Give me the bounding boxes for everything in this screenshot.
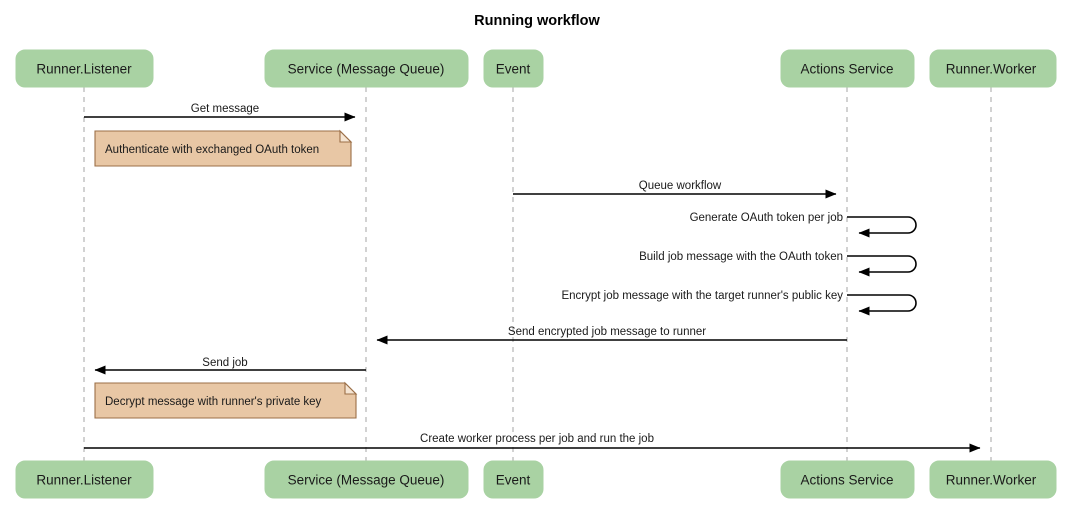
message-label: Create worker process per job and run th… [420,433,654,445]
participant-actions-service-bottom[interactable]: Actions Service [780,460,915,499]
note-authenticate-with-exchanged-oauth-token[interactable]: Authenticate with exchanged OAuth token [94,129,353,167]
participant-label: Runner.Worker [946,473,1037,488]
participant-box [15,49,154,88]
participant-box [264,460,469,499]
participant-runner-worker-top[interactable]: Runner.Worker [929,49,1057,88]
participant-runner-worker-bottom[interactable]: Runner.Worker [929,460,1057,499]
message-build-job-message-with-oauth-token[interactable]: Build job message with the OAuth token [639,251,917,277]
note-fold-corner-icon [339,129,353,143]
participant-label: Runner.Listener [36,62,132,77]
participant-actions-service-top[interactable]: Actions Service [780,49,915,88]
note-label: Authenticate with exchanged OAuth token [105,144,319,156]
participant-label: Runner.Worker [946,62,1037,77]
message-generate-oauth-token-per-job[interactable]: Generate OAuth token per job [690,212,917,238]
message-label: Queue workflow [639,180,722,192]
participant-runner-listener-bottom[interactable]: Runner.Listener [15,460,154,499]
participant-event-bottom[interactable]: Event [483,460,544,499]
note-decrypt-message-with-runners-private-key[interactable]: Decrypt message with runner's private ke… [94,381,358,419]
message-label: Send encrypted job message to runner [508,326,706,338]
participant-runner-listener-top[interactable]: Runner.Listener [15,49,154,88]
participant-label: Actions Service [800,62,893,77]
lifelines-layer [83,87,992,461]
participant-box [780,460,915,499]
message-label: Encrypt job message with the target runn… [561,290,843,302]
message-get-message[interactable]: Get message [84,103,356,122]
message-self-loop-path [847,255,917,277]
note-body [94,382,357,419]
message-create-worker-process-per-job[interactable]: Create worker process per job and run th… [84,433,981,453]
participant-label: Actions Service [800,473,893,488]
participant-label: Runner.Listener [36,473,132,488]
note-body [94,130,352,167]
participant-event-top[interactable]: Event [483,49,544,88]
participant-label: Event [496,62,531,77]
message-label: Get message [191,103,259,115]
participant-box [929,460,1057,499]
participant-box [264,49,469,88]
message-self-loop-path [847,294,917,316]
note-label: Decrypt message with runner's private ke… [105,396,322,408]
notes-layer: Authenticate with exchanged OAuth tokenD… [94,129,358,419]
participant-box [929,49,1057,88]
participant-box [483,460,544,499]
message-self-loop-path [847,216,917,238]
message-send-job[interactable]: Send job [94,357,366,375]
participant-label: Service (Message Queue) [288,473,445,488]
participant-service-message-queue-bottom[interactable]: Service (Message Queue) [264,460,469,499]
message-label: Send job [202,357,247,369]
participant-box [15,460,154,499]
participant-box [780,49,915,88]
message-label: Build job message with the OAuth token [639,251,843,263]
message-send-encrypted-job-message-to-runner[interactable]: Send encrypted job message to runner [376,326,847,345]
participant-label: Service (Message Queue) [288,62,445,77]
participant-service-message-queue-top[interactable]: Service (Message Queue) [264,49,469,88]
note-fold-corner-icon [344,381,358,395]
message-label: Generate OAuth token per job [690,212,843,224]
message-queue-workflow[interactable]: Queue workflow [513,180,837,199]
message-encrypt-job-message-public-key[interactable]: Encrypt job message with the target runn… [561,290,917,316]
participant-box [483,49,544,88]
participant-label: Event [496,473,531,488]
diagram-title: Running workflow [474,13,600,29]
